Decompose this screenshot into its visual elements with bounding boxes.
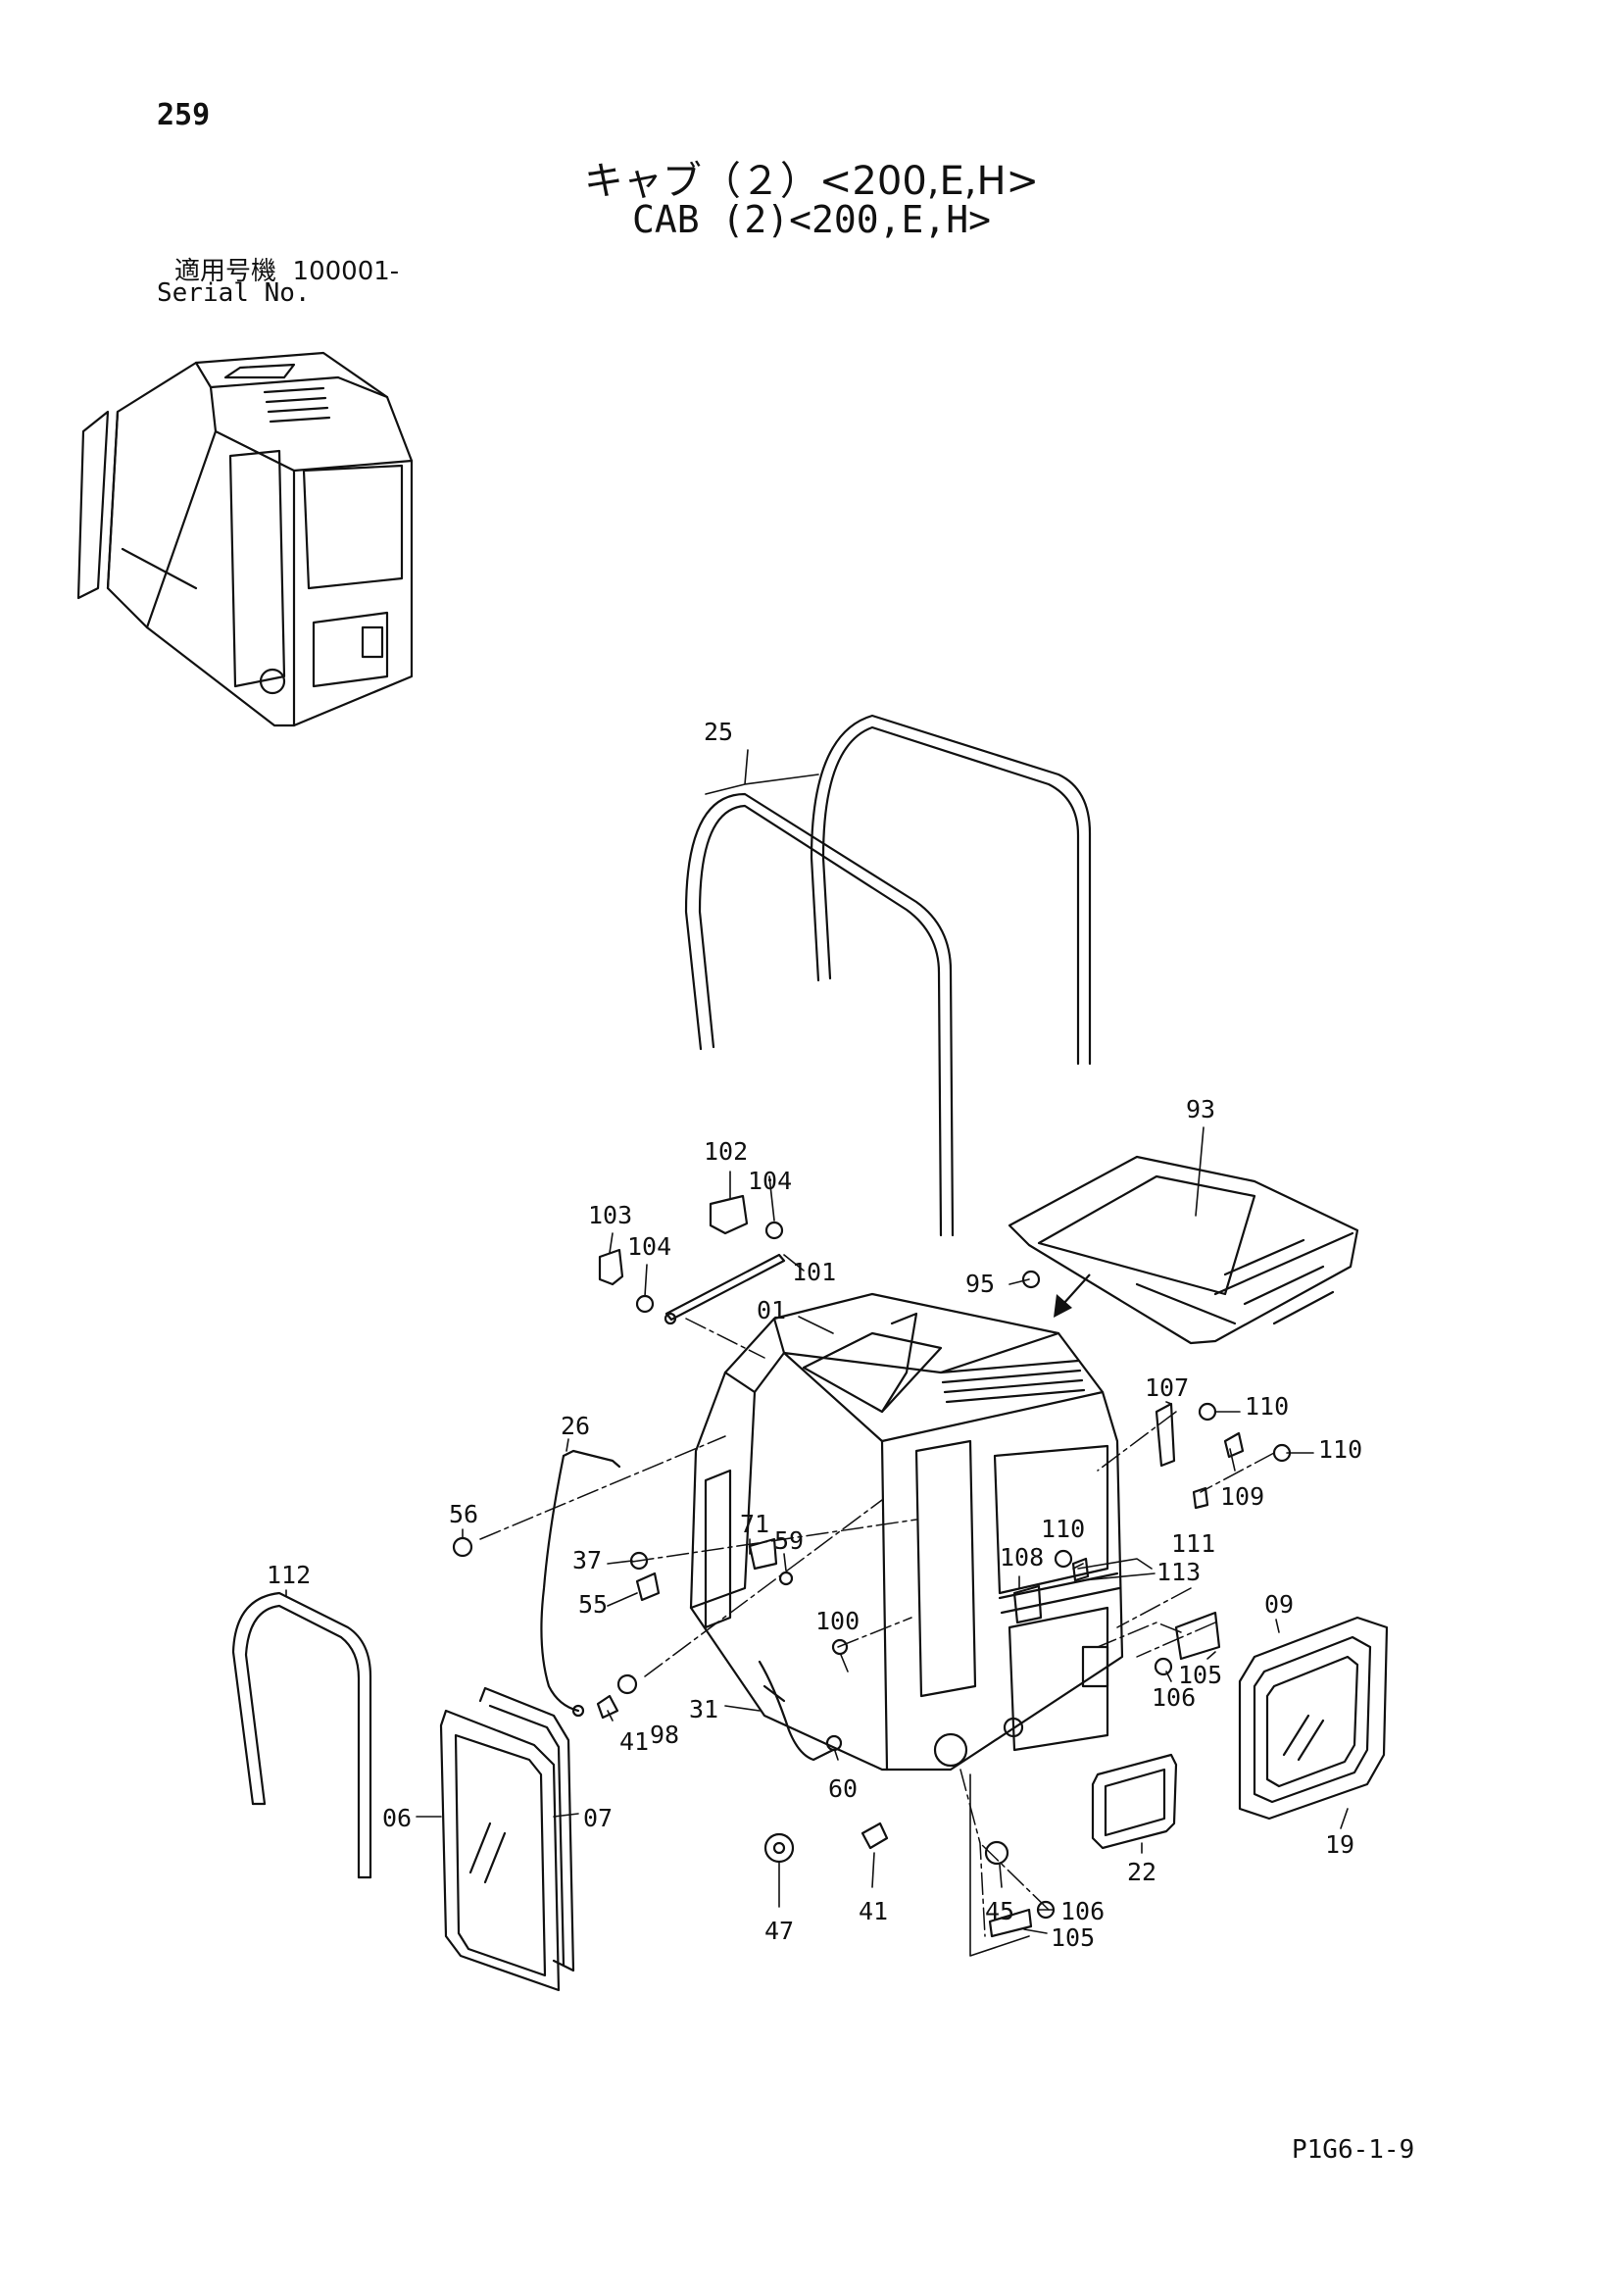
callout-112: 112 (267, 1561, 311, 1589)
part-01-main-cab (689, 1292, 1124, 1772)
callout-108: 108 (1000, 1543, 1044, 1572)
callout-102: 102 (704, 1137, 748, 1166)
part-31-harness (758, 1660, 835, 1762)
part-09-19-rear-window (1238, 1616, 1389, 1821)
page-number: 259 (157, 98, 211, 132)
callout-55: 55 (578, 1590, 608, 1619)
assembly-lines (479, 1318, 1275, 1937)
callout-103: 103 (588, 1201, 632, 1229)
callout-105: 105 (1178, 1661, 1222, 1689)
callout-104: 104 (627, 1232, 671, 1261)
part-112-door-strip (231, 1591, 372, 1879)
callout-104: 104 (748, 1167, 792, 1195)
part-93-roof-cover (1008, 1155, 1359, 1345)
callout-26: 26 (561, 1412, 590, 1440)
callout-19: 19 (1325, 1830, 1354, 1859)
callout-111: 111 (1171, 1529, 1215, 1558)
callout-93: 93 (1186, 1095, 1215, 1123)
callout-95: 95 (965, 1270, 995, 1298)
callout-31: 31 (689, 1695, 718, 1723)
callout-98: 98 (650, 1721, 679, 1749)
callout-labels: 25 93 102 104 103 104 101 95 01 107 110 … (267, 718, 1362, 1952)
callout-60: 60 (828, 1774, 858, 1803)
part-22-small-glass (1091, 1753, 1178, 1850)
page-title-en: CAB (2)<200,E,H> (631, 198, 992, 241)
callout-47: 47 (764, 1917, 794, 1945)
callout-41: 41 (619, 1727, 649, 1756)
callout-105: 105 (1051, 1923, 1095, 1952)
callout-09: 09 (1264, 1590, 1294, 1619)
callout-110: 110 (1041, 1515, 1085, 1543)
callout-59: 59 (774, 1526, 804, 1555)
part-25-seals (684, 714, 1092, 1237)
callout-22: 22 (1127, 1858, 1156, 1886)
serial-value: 100001- (292, 257, 400, 286)
callout-45: 45 (985, 1897, 1014, 1925)
callout-106: 106 (1152, 1683, 1196, 1712)
part-06-07-glass-panes (439, 1686, 575, 1992)
serial-number-line: 適用号機 100001- (174, 251, 399, 287)
leader-lines (285, 749, 1349, 1957)
callout-110: 110 (1318, 1435, 1362, 1464)
callout-41: 41 (859, 1897, 888, 1925)
roof-arrow (1054, 1273, 1091, 1318)
callout-25: 25 (704, 718, 733, 746)
callout-100: 100 (815, 1607, 860, 1635)
serial-label-en: Serial No. (157, 278, 311, 308)
callout-109: 109 (1220, 1482, 1264, 1511)
callout-01: 01 (757, 1296, 786, 1324)
callout-106: 106 (1060, 1897, 1105, 1925)
part-26-harness (540, 1449, 621, 1718)
page-title-jp: キャブ（２）<200,E,H> (583, 159, 1040, 204)
callout-107: 107 (1145, 1373, 1189, 1402)
callout-113: 113 (1156, 1558, 1201, 1586)
callout-06: 06 (382, 1804, 412, 1832)
part-102-bracket (709, 1194, 749, 1235)
overview-cab-thumbnail (76, 351, 414, 727)
serial-label-jp: 適用号機 (174, 257, 277, 286)
callout-110: 110 (1245, 1392, 1289, 1421)
callout-37: 37 (572, 1546, 602, 1574)
callout-56: 56 (449, 1500, 478, 1528)
callout-07: 07 (583, 1804, 613, 1832)
footer-page-code: P1G6-1-9 (1292, 2135, 1415, 2165)
callout-101: 101 (792, 1258, 836, 1286)
callout-71: 71 (740, 1510, 769, 1538)
part-103-bracket (598, 1248, 624, 1286)
part-101-rod (664, 1253, 786, 1325)
